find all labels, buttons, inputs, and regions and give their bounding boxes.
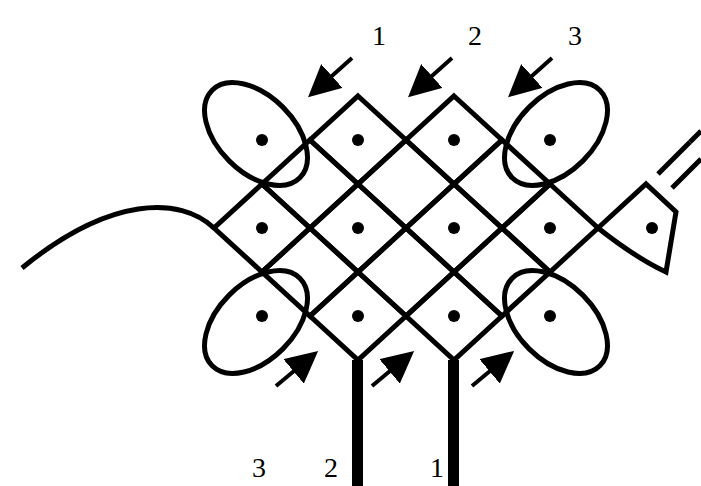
callout-number: 2 [468,22,482,50]
callout-number: 2 [324,454,338,482]
tail-line [22,208,214,268]
arrows [276,58,552,386]
loop [185,251,326,392]
callout-number: 3 [252,454,266,482]
float [598,184,676,272]
loop [185,63,326,204]
handle [352,360,363,486]
loop [485,251,626,392]
net-lattice [22,63,701,392]
handle [448,360,459,486]
dots [256,134,658,322]
callout-number: 3 [568,22,582,50]
callout-number: 1 [372,22,386,50]
callout-number: 1 [430,454,444,482]
loop [485,63,626,204]
